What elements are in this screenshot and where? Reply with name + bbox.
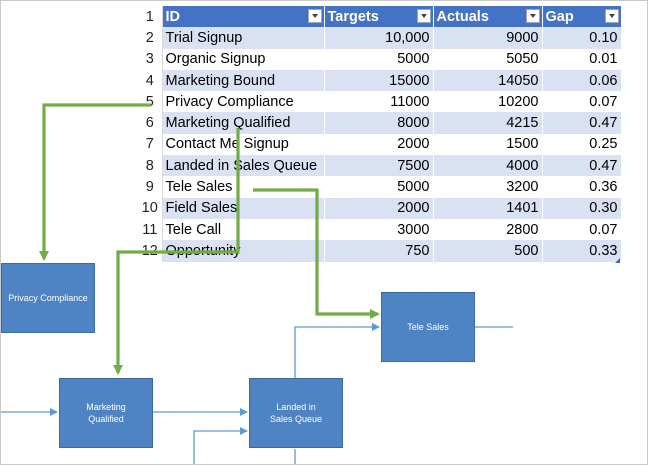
cell-targets[interactable]: 7500: [324, 155, 433, 177]
table-row: 8 Landed in Sales Queue 7500 4000 0.47: [138, 155, 621, 177]
table-row: 11 Tele Call 3000 2800 0.07: [138, 218, 621, 241]
row-number: 10: [138, 197, 163, 219]
table-row: 6 Marketing Qualified 8000 4215 0.47: [138, 112, 621, 134]
cell-actuals[interactable]: 5050: [433, 48, 542, 70]
cell-id[interactable]: Tele Sales: [162, 176, 324, 198]
cell-actuals[interactable]: 1500: [433, 133, 542, 156]
cell-id[interactable]: Marketing Bound: [162, 69, 324, 92]
table-row: 5 Privacy Compliance 11000 10200 0.07: [138, 91, 621, 113]
node-label: Marketing Qualified: [86, 402, 126, 424]
cell-targets[interactable]: 15000: [324, 69, 433, 92]
cell-actuals[interactable]: 10200: [433, 91, 542, 113]
node-landed-in-sales-queue[interactable]: Landed in Sales Queue: [249, 378, 343, 448]
cell-gap[interactable]: 0.36: [542, 176, 621, 198]
row-number: 6: [138, 112, 163, 134]
node-tele-sales[interactable]: Tele Sales: [381, 292, 475, 362]
row-number: 1: [138, 6, 163, 28]
row-number: 2: [138, 27, 163, 49]
table-row: 7 Contact Me Signup 2000 1500 0.25: [138, 133, 621, 156]
node-marketing-qualified[interactable]: Marketing Qualified: [59, 378, 153, 448]
cell-targets[interactable]: 5000: [324, 48, 433, 70]
column-header-actuals[interactable]: Actuals: [433, 6, 543, 28]
cell-targets[interactable]: 11000: [324, 91, 433, 113]
column-header-targets[interactable]: Targets: [324, 6, 434, 28]
column-header-id[interactable]: ID: [162, 6, 325, 28]
column-header-gap[interactable]: Gap: [542, 6, 622, 28]
table-row: 10 Field Sales 2000 1401 0.30: [138, 197, 621, 219]
resize-handle-icon[interactable]: [615, 258, 620, 263]
cell-actuals[interactable]: 4215: [433, 112, 542, 134]
cell-targets[interactable]: 750: [324, 240, 433, 262]
chevron-down-icon[interactable]: [525, 9, 540, 23]
row-number: 7: [138, 133, 163, 156]
row-number: 11: [138, 218, 163, 241]
chevron-down-icon[interactable]: [307, 9, 322, 23]
cell-actuals[interactable]: 1401: [433, 197, 542, 219]
chevron-down-icon[interactable]: [416, 9, 431, 23]
cell-targets[interactable]: 10,000: [324, 27, 433, 49]
cell-targets[interactable]: 2000: [324, 133, 433, 156]
cell-gap[interactable]: 0.33: [542, 240, 621, 262]
cell-id[interactable]: Landed in Sales Queue: [162, 155, 324, 177]
cell-id[interactable]: Tele Call: [162, 218, 324, 241]
cell-targets[interactable]: 3000: [324, 218, 433, 241]
cell-targets[interactable]: 8000: [324, 112, 433, 134]
column-header-label: ID: [165, 8, 181, 25]
cell-id[interactable]: Trial Signup: [162, 27, 324, 49]
table-row: 9 Tele Sales 5000 3200 0.36: [138, 176, 621, 198]
cell-gap[interactable]: 0.07: [542, 218, 621, 241]
node-label: Landed in Sales Queue: [269, 402, 323, 424]
cell-actuals[interactable]: 2800: [433, 218, 542, 241]
row-number: 12: [138, 240, 163, 262]
cell-id[interactable]: Field Sales: [162, 197, 324, 219]
cell-id[interactable]: Contact Me Signup: [162, 133, 324, 156]
cell-id[interactable]: Marketing Qualified: [162, 112, 324, 134]
column-header-label: Targets: [327, 8, 379, 25]
cell-id[interactable]: Organic Signup: [162, 48, 324, 70]
cell-id[interactable]: Privacy Compliance: [162, 91, 324, 113]
cell-gap[interactable]: 0.07: [542, 91, 621, 113]
row-number: 4: [138, 69, 163, 92]
column-header-label: Actuals: [436, 8, 489, 25]
cell-gap[interactable]: 0.01: [542, 48, 621, 70]
node-label: Tele Sales: [407, 322, 449, 332]
cell-id[interactable]: Opportunity: [162, 240, 324, 262]
chevron-down-icon[interactable]: [604, 9, 619, 23]
cell-actuals[interactable]: 4000: [433, 155, 542, 177]
cell-gap[interactable]: 0.30: [542, 197, 621, 219]
node-label: Privacy Compliance: [8, 293, 88, 303]
table-row: 2 Trial Signup 10,000 9000 0.10: [138, 27, 621, 49]
node-privacy-compliance[interactable]: Privacy Compliance: [1, 263, 95, 333]
table-row: 3 Organic Signup 5000 5050 0.01: [138, 48, 621, 70]
cell-gap[interactable]: 0.47: [542, 155, 621, 177]
cell-gap[interactable]: 0.10: [542, 27, 621, 49]
column-header-label: Gap: [545, 8, 574, 25]
data-table: 1 ID Targets Actuals Gap: [138, 6, 622, 262]
cell-targets[interactable]: 5000: [324, 176, 433, 198]
cell-gap[interactable]: 0.47: [542, 112, 621, 134]
cell-actuals[interactable]: 9000: [433, 27, 542, 49]
cell-targets[interactable]: 2000: [324, 197, 433, 219]
cell-gap[interactable]: 0.06: [542, 69, 621, 92]
connector-line: [294, 323, 380, 378]
cell-actuals[interactable]: 14050: [433, 69, 542, 92]
row-number: 5: [138, 91, 163, 113]
table-row: 12 Opportunity 750 500 0.33: [138, 240, 621, 262]
row-number: 9: [138, 176, 163, 198]
row-number: 3: [138, 48, 163, 70]
table-header-row: 1 ID Targets Actuals Gap: [138, 6, 622, 28]
cell-gap[interactable]: 0.25: [542, 133, 621, 156]
cell-actuals[interactable]: 500: [433, 240, 542, 262]
table-row: 4 Marketing Bound 15000 14050 0.06: [138, 69, 621, 92]
row-number: 8: [138, 155, 163, 177]
connector-line: [193, 427, 248, 464]
cell-actuals[interactable]: 3200: [433, 176, 542, 198]
